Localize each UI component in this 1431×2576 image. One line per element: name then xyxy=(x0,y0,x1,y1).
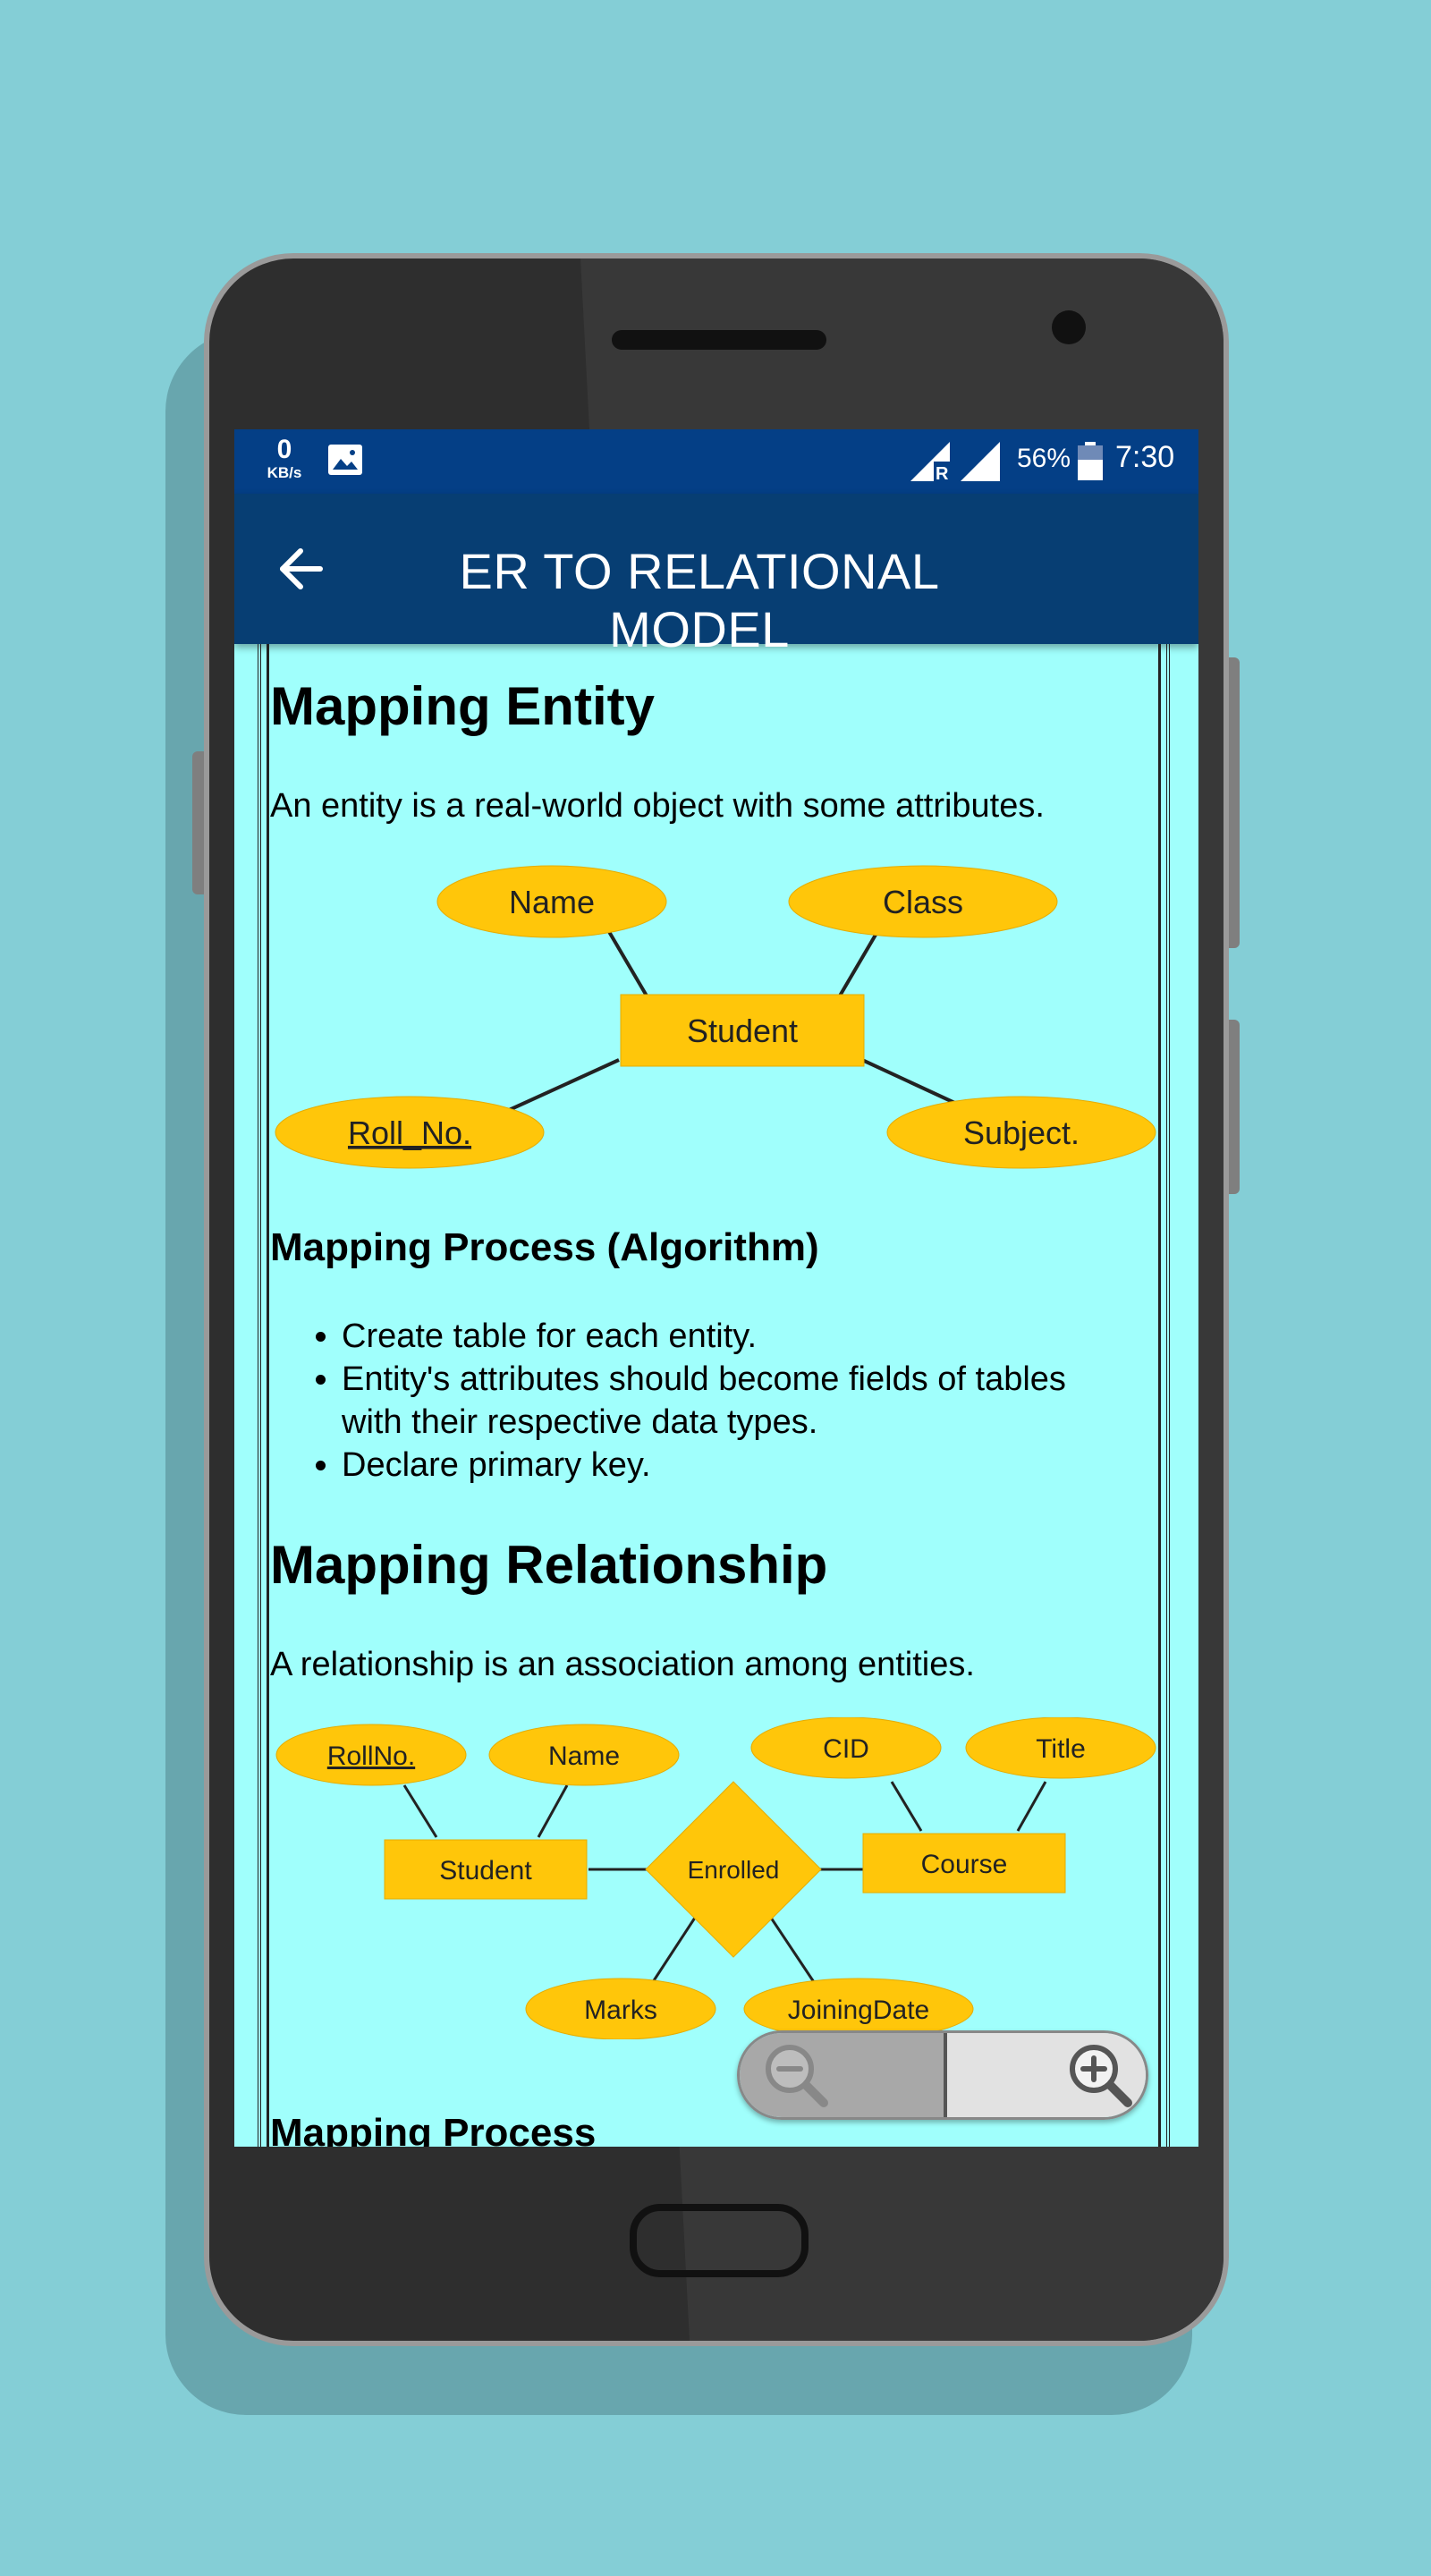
entity-student-box xyxy=(620,994,865,1067)
earpiece-speaker xyxy=(612,330,826,350)
attribute-cid: CID xyxy=(823,1734,869,1764)
heading-mapping-process-algorithm: Mapping Process (Algorithm) xyxy=(270,1225,819,1269)
app-bar: ER TO RELATIONAL MODEL xyxy=(234,494,1198,657)
attribute-name-ellipse xyxy=(488,1724,680,1786)
attribute-marks: Marks xyxy=(584,1996,657,2025)
front-camera xyxy=(1052,310,1086,344)
attribute-subject-ellipse xyxy=(886,1096,1156,1169)
roaming-mark: R xyxy=(936,464,949,481)
home-button[interactable] xyxy=(630,2204,809,2277)
process-step: Declare primary key. xyxy=(342,1444,1075,1487)
heading-mapping-entity: Mapping Entity xyxy=(270,676,655,736)
attribute-marks-ellipse xyxy=(525,1978,716,2039)
network-speed-unit: KB/s xyxy=(267,464,302,481)
entity-diagram: Name Class Roll_No. Subject. Student xyxy=(275,865,1156,1169)
battery-percent: 56% xyxy=(1017,444,1071,473)
content-frame xyxy=(258,644,1170,2147)
signal-roaming-icon: R xyxy=(910,442,950,481)
arrow-left-icon[interactable] xyxy=(274,542,327,596)
entity-student: Student xyxy=(687,1013,798,1049)
attribute-rollno: Roll_No. xyxy=(348,1114,471,1151)
relationship-diagram: RollNo. Name CID Title Marks JoiningDate… xyxy=(275,1717,1156,2039)
attribute-subject: Subject. xyxy=(963,1114,1080,1151)
image-icon xyxy=(328,445,362,475)
entity-course: Course xyxy=(921,1850,1008,1879)
attribute-name: Name xyxy=(509,884,595,920)
attribute-title: Title xyxy=(1036,1734,1086,1764)
screen: 0 KB/s R 56% 7:30 ER TO RELATIONAL xyxy=(234,429,1198,2147)
attribute-joiningdate-ellipse xyxy=(743,1978,974,2039)
entity-student-box xyxy=(384,1839,588,1900)
process-steps-list: Create table for each entity. Entity's a… xyxy=(234,1315,1075,1487)
attribute-class-ellipse xyxy=(788,865,1058,938)
attribute-joiningdate: JoiningDate xyxy=(788,1996,929,2025)
relationship-enrolled: Enrolled xyxy=(688,1856,780,1884)
entity-student: Student xyxy=(439,1856,532,1885)
page-title: ER TO RELATIONAL MODEL xyxy=(459,543,940,657)
zoom-in-button[interactable] xyxy=(944,2033,1146,2117)
network-speed: 0 KB/s xyxy=(258,435,311,481)
signal-icon xyxy=(961,442,1000,481)
relationship-enrolled-diamond xyxy=(645,1781,822,1958)
attribute-title-ellipse xyxy=(965,1717,1156,1779)
attribute-rollno: RollNo. xyxy=(327,1741,415,1771)
entity-intro: An entity is a real-world object with so… xyxy=(270,787,1045,825)
attribute-rollno-ellipse xyxy=(275,1724,467,1786)
heading-mapping-process: Mapping Process xyxy=(270,2111,597,2147)
attribute-cid-ellipse xyxy=(750,1717,942,1779)
attribute-name-ellipse xyxy=(436,865,667,938)
attribute-rollno-ellipse xyxy=(275,1096,545,1169)
attribute-class: Class xyxy=(883,884,963,920)
battery-icon xyxy=(1078,442,1103,480)
status-bar: 0 KB/s R 56% 7:30 xyxy=(234,429,1198,494)
entity-course-box xyxy=(862,1833,1066,1894)
zoom-in-icon xyxy=(1070,2045,1132,2107)
attribute-name: Name xyxy=(548,1741,620,1771)
heading-mapping-relationship: Mapping Relationship xyxy=(270,1535,828,1595)
process-step: Entity's attributes should become fields… xyxy=(342,1358,1075,1444)
clock: 7:30 xyxy=(1115,440,1175,474)
zoom-out-button[interactable] xyxy=(740,2033,944,2117)
zoom-control xyxy=(737,2030,1148,2120)
network-speed-value: 0 xyxy=(276,435,292,464)
process-step: Create table for each entity. xyxy=(342,1315,1075,1358)
zoom-out-icon xyxy=(766,2045,828,2107)
relationship-intro: A relationship is an association among e… xyxy=(270,1646,975,1683)
